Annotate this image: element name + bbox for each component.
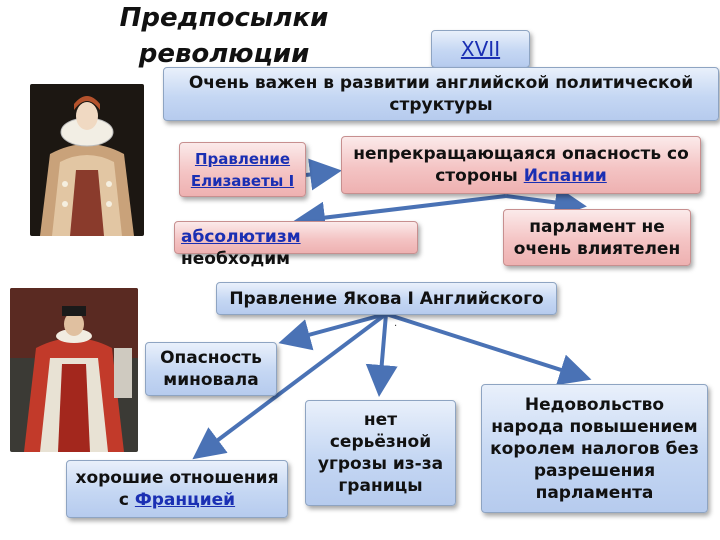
parliament-text: парламент не очень влиятелен <box>513 216 681 259</box>
importance-box: Очень важен в развитии английской полити… <box>163 67 719 121</box>
arrow-to-relations <box>192 312 388 460</box>
spain-danger-prefix: непрекращающаяся опасность со стороны <box>353 144 689 186</box>
france-link[interactable]: Францией <box>134 490 236 510</box>
century-badge-label[interactable]: XVII <box>460 37 501 61</box>
spain-link[interactable]: Испании <box>523 166 607 186</box>
no-threat-box: нет серьёзной угрозы из-за границы <box>305 400 456 506</box>
absolutism-rest: необходим <box>181 249 291 269</box>
portrait-james-image <box>10 288 138 452</box>
arrow-to-parliament <box>505 186 587 219</box>
elizabeth-rule-box: Правление Елизаветы I <box>179 142 306 197</box>
no-threat-text: нет серьёзной угрозы из-за границы <box>317 410 444 496</box>
arrow-to-discontent <box>385 312 592 386</box>
spain-danger-box: непрекращающаяся опасность со стороны Ис… <box>341 136 701 194</box>
james-rule-box: Правление Якова I Английского <box>216 282 557 315</box>
spain-danger-text: непрекращающаяся опасность со стороны Ис… <box>350 143 692 187</box>
importance-text: Очень важен в развитии английской полити… <box>188 73 694 115</box>
absolutism-box: абсолютизм необходим <box>174 221 418 269</box>
arrow-to-danger-passed <box>278 312 387 351</box>
arrow-to-no-threat <box>365 313 398 397</box>
danger-passed-box: Опасность миновала <box>145 342 277 396</box>
arrow-to-absolutism <box>293 194 507 234</box>
absolutism-link[interactable]: абсолютизм <box>181 227 301 247</box>
relations-prefix: хорошие отношения с <box>75 468 279 510</box>
relations-box: хорошие отношения с Францией <box>66 460 288 518</box>
arrow-to-danger <box>305 158 342 191</box>
page-title: Предпосылки революции <box>119 3 329 69</box>
portrait-elizabeth-image <box>30 84 144 236</box>
parliament-box: парламент не очень влиятелен <box>503 209 691 266</box>
james-rule-text: Правление Якова I Английского <box>229 288 544 309</box>
absolutism-text: абсолютизм необходим <box>181 226 301 270</box>
relations-text: хорошие отношения с Францией <box>73 467 281 511</box>
century-badge: XVII <box>431 30 530 68</box>
elizabeth-rule-link[interactable]: Правление Елизаветы I <box>190 149 295 190</box>
discontent-text: Недовольство народа повышением королем н… <box>490 394 699 503</box>
danger-passed-text: Опасность миновала <box>160 348 262 390</box>
discontent-box: Недовольство народа повышением королем н… <box>481 384 708 513</box>
stray-dot: . <box>394 318 398 329</box>
